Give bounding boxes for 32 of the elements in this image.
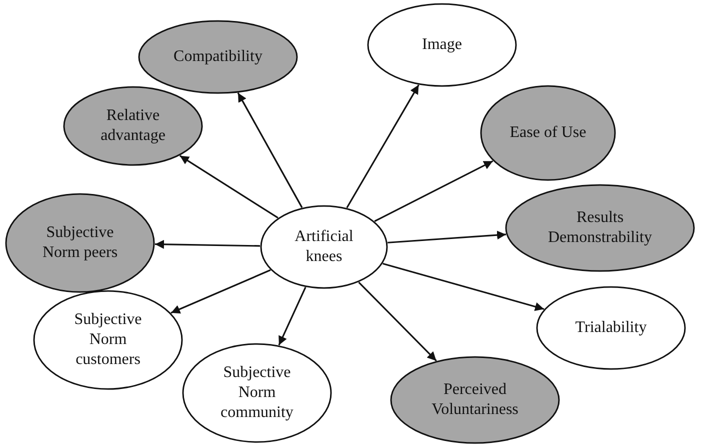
- arrow: [388, 230, 506, 244]
- ellipse-node: [33, 290, 183, 390]
- node-label: Compatibility: [172, 47, 264, 67]
- ellipse-node: [367, 3, 517, 87]
- arrow: [237, 92, 303, 208]
- node-label: Relative advantage: [100, 106, 166, 146]
- ellipse-node: [260, 205, 388, 289]
- arrow: [154, 240, 260, 249]
- node-label: Ease of Use: [508, 123, 588, 143]
- node-label: Subjective Norm peers: [41, 223, 119, 263]
- ellipse-node: [63, 86, 203, 166]
- ellipse-node: [505, 184, 695, 272]
- arrow: [382, 262, 544, 311]
- ellipse-node: [536, 286, 686, 370]
- ellipse-node: [480, 85, 616, 181]
- arrow: [358, 282, 437, 362]
- node-label: Artificial knees: [294, 227, 354, 267]
- node-label: Trialability: [574, 318, 648, 338]
- node-label: Image: [421, 35, 463, 55]
- arrow: [374, 160, 494, 222]
- arrow: [346, 84, 420, 208]
- ellipse-node: [390, 356, 560, 444]
- arrow: [170, 269, 271, 314]
- node-label: Results Demonstrability: [547, 208, 653, 248]
- ellipse-node: [182, 343, 332, 443]
- arrow: [278, 286, 306, 346]
- node-label: Subjective Norm customers: [73, 310, 143, 370]
- node-label: Perceived Voluntariness: [430, 380, 520, 420]
- node-label: Subjective Norm community: [220, 363, 294, 423]
- ellipse-node: [138, 20, 298, 94]
- ellipse-node: [5, 193, 155, 293]
- arrow: [179, 155, 278, 218]
